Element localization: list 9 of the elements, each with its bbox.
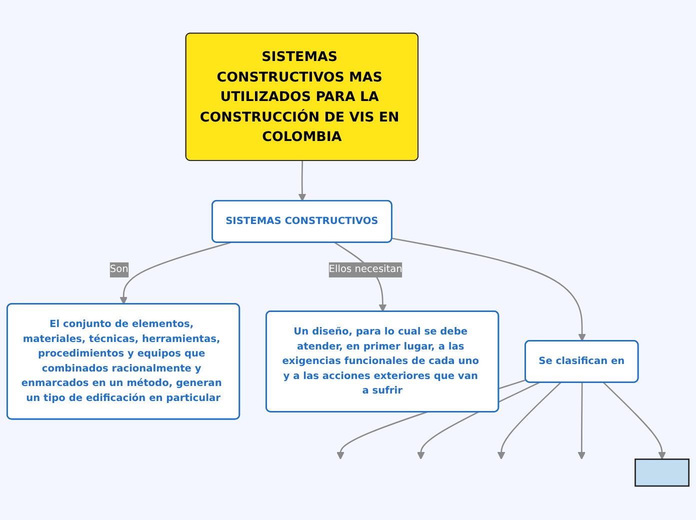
edge-label: Ellos necesitan: [328, 264, 402, 276]
node-box: [634, 458, 690, 488]
arrow: [578, 383, 586, 460]
arrow: [120, 242, 231, 305]
arrow: [392, 238, 586, 342]
arrow: [603, 382, 666, 460]
arrow: [298, 161, 306, 202]
arrow: [497, 382, 562, 460]
edge-label: Son: [110, 264, 128, 276]
